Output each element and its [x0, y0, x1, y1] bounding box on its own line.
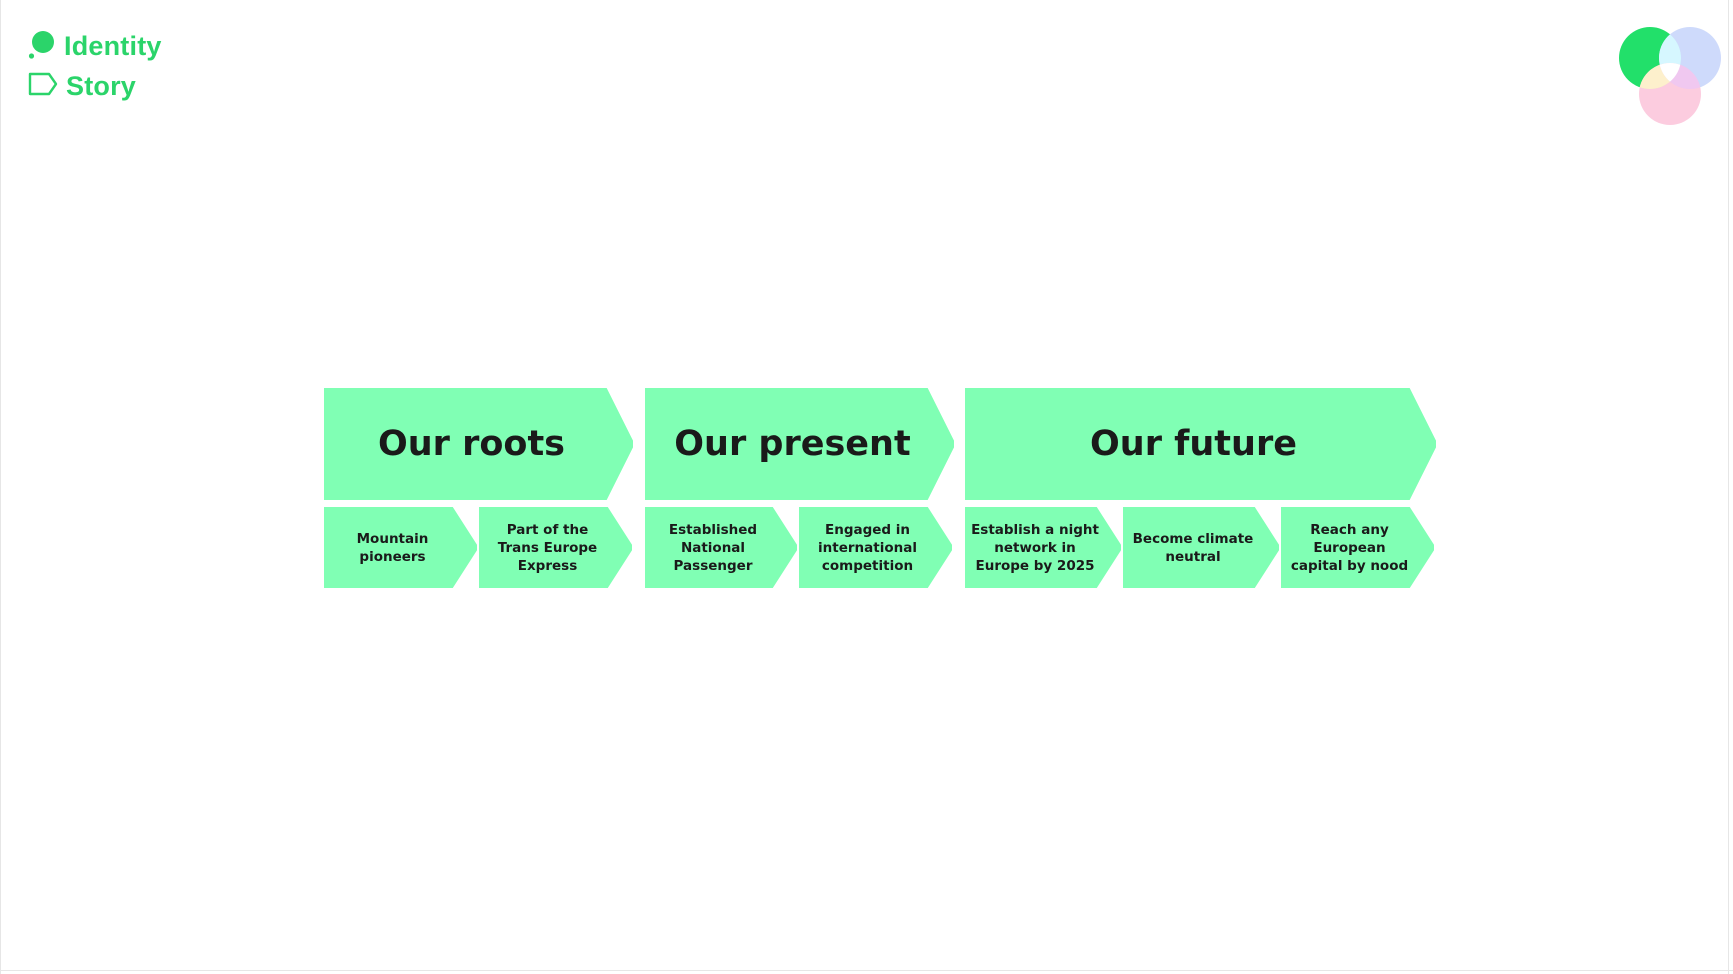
slide-right-edge [1728, 0, 1729, 974]
venn-logo-icon [1612, 26, 1722, 130]
section-1-step-1-chevron: Mountain pioneers [324, 507, 477, 588]
section-1-chevron: Our roots [324, 388, 633, 500]
section-2-step-2-chevron: Engaged in international competition [799, 507, 952, 588]
section-1-step-1-chevron-label: Mountain pioneers [356, 530, 429, 565]
brand-block: Identity Story [28, 26, 162, 106]
identity-label: Identity [64, 30, 162, 61]
section-3-step-2-chevron-label: Become climate neutral [1132, 530, 1254, 565]
story-row: Story [28, 66, 162, 106]
section-2-step-1-chevron: Established National Passenger [645, 507, 797, 588]
section-2-step-2-chevron-label: Engaged in international competition [818, 521, 917, 574]
section-3-step-2-chevron: Become climate neutral [1123, 507, 1279, 588]
section-1-step-2-chevron-label: Part of the Trans Europe Express [497, 521, 598, 574]
section-3-step-1-chevron-label: Establish a night network in Europe by 2… [971, 521, 1099, 574]
identity-icon [28, 30, 58, 62]
tag-icon [28, 71, 58, 101]
section-2-chevron: Our present [645, 388, 954, 500]
section-2-step-1-chevron-label: Established National Passenger [668, 521, 758, 574]
section-1-step-2-chevron: Part of the Trans Europe Express [479, 507, 632, 588]
section-2-chevron-label: Our present [674, 424, 911, 464]
section-3-chevron: Our future [965, 388, 1436, 500]
slide-left-edge [0, 0, 1, 974]
story-label: Story [66, 70, 137, 101]
section-3-step-3-chevron-label: Reach any European capital by nood [1290, 521, 1409, 574]
slide-bottom-edge [0, 970, 1733, 971]
section-3-chevron-label: Our future [1090, 424, 1297, 464]
identity-row: Identity [28, 26, 162, 66]
section-3-step-3-chevron: Reach any European capital by nood [1281, 507, 1434, 588]
section-3-step-1-chevron: Establish a night network in Europe by 2… [965, 507, 1121, 588]
section-1-chevron-label: Our roots [377, 424, 566, 464]
